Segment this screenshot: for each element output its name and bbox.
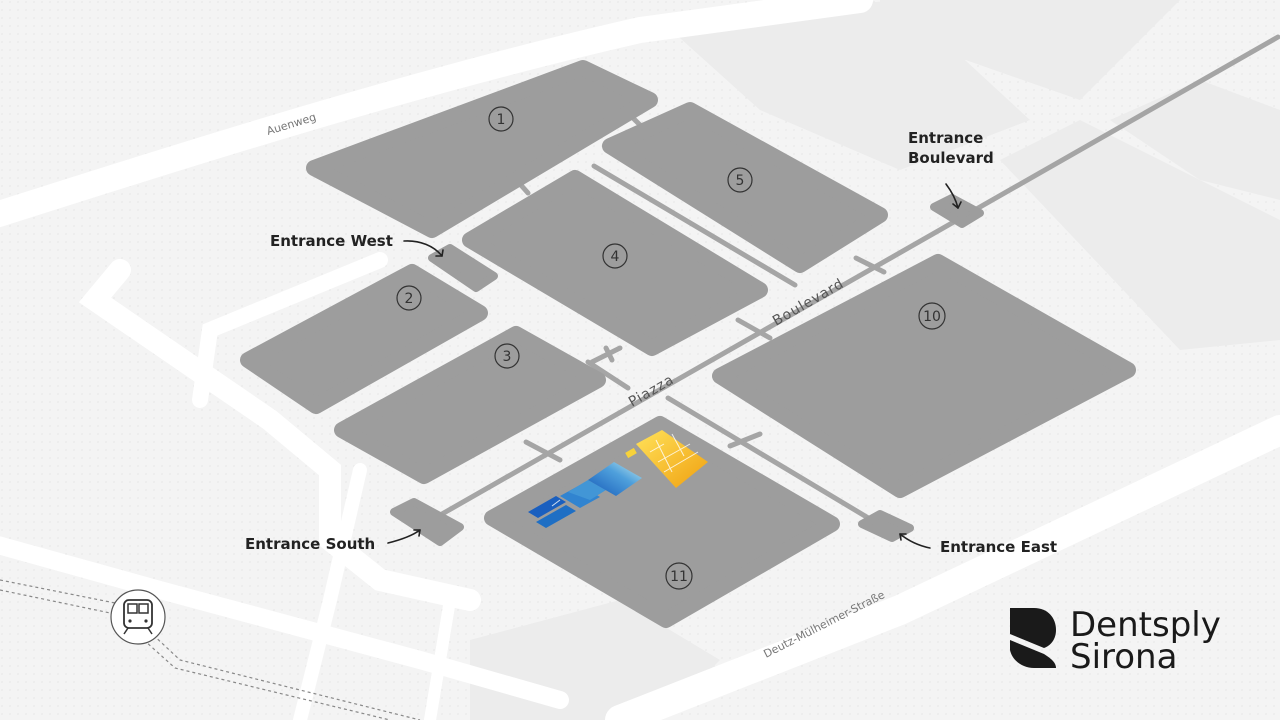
brand-logo: Dentsply Sirona (1010, 605, 1221, 677)
hall-11-shape[interactable] (484, 416, 840, 628)
entrance-boulevard-block[interactable] (930, 194, 984, 228)
hall-10-shape[interactable] (712, 254, 1136, 498)
hall-4-shape[interactable] (462, 170, 768, 356)
stand-light[interactable] (588, 462, 642, 496)
stand-blue-4[interactable] (568, 480, 606, 500)
hall-11-number: 11 (670, 569, 688, 585)
hall-4-number: 4 (611, 249, 620, 265)
hall-1-badge: 1 (488, 106, 514, 132)
hall-10-badge: 10 (918, 302, 946, 330)
stand-yellow-small[interactable] (625, 447, 637, 459)
hall-3-badge: 3 (494, 343, 520, 369)
walkways (425, 34, 1280, 525)
entrance-south-label: Entrance South (245, 535, 375, 553)
hall-1-number: 1 (497, 112, 506, 128)
hall-10-number: 10 (923, 309, 941, 325)
brand-name-line1: Dentsply (1070, 605, 1221, 645)
hall-4-badge: 4 (602, 243, 628, 269)
stand-blue-3[interactable] (560, 485, 600, 508)
arrow-pointer-icon (403, 240, 444, 257)
train-icon[interactable] (110, 589, 166, 645)
entrance-boulevard-label-line2: Boulevard (908, 149, 994, 167)
hall-2-number: 2 (405, 291, 414, 307)
stand-blue-2[interactable] (536, 505, 576, 528)
hall-5-badge: 5 (727, 167, 753, 193)
entrance-south-block[interactable] (390, 498, 464, 546)
stand-blue-1[interactable] (528, 496, 566, 518)
entrance-east-block[interactable] (858, 510, 914, 542)
hall-3-number: 3 (503, 349, 512, 365)
hall-2-badge: 2 (396, 285, 422, 311)
entrance-east-label: Entrance East (940, 538, 1057, 556)
arrow-pointer-icon (899, 533, 931, 549)
entrance-west-block[interactable] (428, 244, 498, 292)
halls (240, 60, 1136, 628)
entrance-west-label: Entrance West (270, 232, 393, 250)
hall-5-number: 5 (736, 173, 745, 189)
stand-grid-lines (551, 433, 699, 507)
hall-2-shape[interactable] (240, 264, 488, 414)
stand-yellow-main[interactable] (636, 430, 708, 488)
hall-1-shape[interactable] (306, 60, 658, 238)
dentsply-sirona-logo-icon (1010, 608, 1056, 668)
hall-11-badge: 11 (665, 562, 693, 590)
hall-badges: 1 2 3 4 5 10 11 (396, 106, 946, 590)
arrow-pointer-icon (387, 529, 421, 544)
hall-3-shape[interactable] (334, 326, 606, 484)
entrance-blocks (390, 194, 984, 546)
highlighted-stands[interactable] (528, 430, 708, 528)
hall-5-shape[interactable] (602, 102, 888, 273)
entrance-boulevard-label-line1: Entrance (908, 129, 983, 147)
arrow-pointer-icon (945, 183, 962, 209)
brand-name-line2: Sirona (1070, 637, 1177, 677)
background-blocks (470, 0, 1280, 720)
